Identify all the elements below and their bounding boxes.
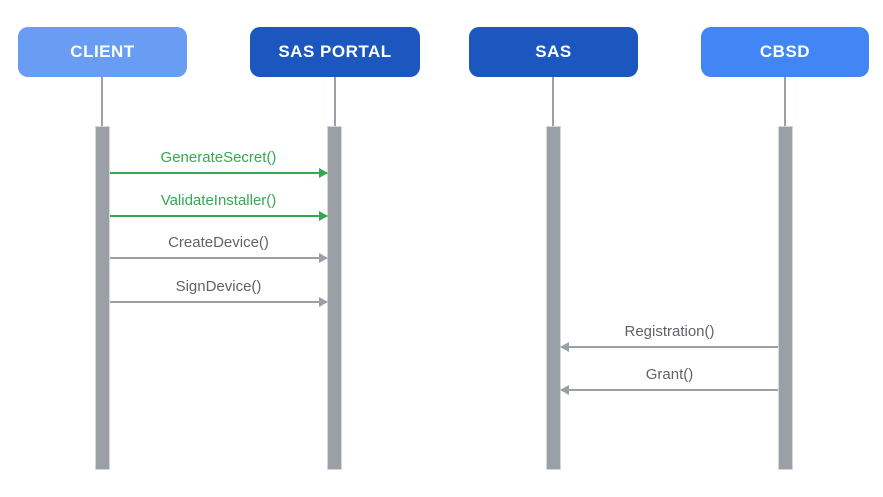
message-validate-installer: ValidateInstaller() bbox=[110, 192, 328, 221]
message-line bbox=[110, 297, 328, 307]
message-registration: Registration() bbox=[560, 323, 778, 352]
message-label: Registration() bbox=[624, 323, 715, 340]
activation-bar-sas-portal bbox=[327, 126, 342, 470]
activation-bar-sas bbox=[546, 126, 561, 470]
arrow-left-icon bbox=[560, 385, 569, 395]
actor-box-sas-portal: SAS PORTAL bbox=[250, 27, 420, 77]
arrow-right-icon bbox=[319, 211, 328, 221]
actor-box-sas: SAS bbox=[469, 27, 638, 77]
actor-label: CLIENT bbox=[70, 42, 135, 61]
lifeline-client bbox=[101, 77, 103, 126]
message-sign-device: SignDevice() bbox=[110, 278, 328, 307]
actor-box-client: CLIENT bbox=[18, 27, 187, 77]
arrow-right-icon bbox=[319, 168, 328, 178]
lifeline-sas-portal bbox=[334, 77, 336, 126]
message-line bbox=[560, 342, 778, 352]
actor-label: SAS bbox=[535, 42, 572, 61]
arrow-right-icon bbox=[319, 253, 328, 263]
lifeline-cbsd bbox=[784, 77, 786, 126]
message-generate-secret: GenerateSecret() bbox=[110, 149, 328, 178]
message-label: SignDevice() bbox=[175, 278, 262, 295]
message-line bbox=[110, 211, 328, 221]
message-grant: Grant() bbox=[560, 366, 778, 395]
arrow-right-icon bbox=[319, 297, 328, 307]
message-label: GenerateSecret() bbox=[160, 149, 277, 166]
message-line bbox=[560, 385, 778, 395]
lifeline-sas bbox=[552, 77, 554, 126]
message-label: CreateDevice() bbox=[168, 234, 269, 251]
actor-label: SAS PORTAL bbox=[278, 42, 392, 61]
arrow-left-icon bbox=[560, 342, 569, 352]
activation-bar-client bbox=[95, 126, 110, 470]
message-line bbox=[110, 253, 328, 263]
message-create-device: CreateDevice() bbox=[110, 234, 328, 263]
actor-label: CBSD bbox=[759, 42, 811, 61]
message-line bbox=[110, 168, 328, 178]
actor-box-cbsd: CBSD bbox=[701, 27, 869, 77]
message-label: Grant() bbox=[645, 366, 694, 383]
activation-bar-cbsd bbox=[778, 126, 793, 470]
message-label: ValidateInstaller() bbox=[160, 192, 277, 209]
